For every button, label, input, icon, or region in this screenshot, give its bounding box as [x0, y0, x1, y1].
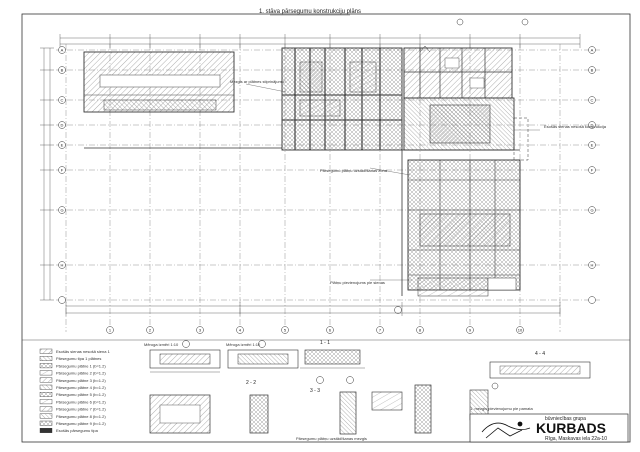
- axis-letter-label: H: [61, 262, 64, 267]
- company-address: Rīga, Maskavas iela 22a-10: [545, 436, 607, 442]
- sheet-border: [21, 13, 631, 443]
- section-1-1: 1 - 1: [300, 340, 365, 369]
- axis-number-label: 5: [284, 327, 287, 332]
- callout-text: Plātņu pievienojums pie sienas: [330, 280, 385, 285]
- right-upper-slab: [403, 47, 513, 99]
- svg-text:Mēroga izmēri 1:10: Mēroga izmēri 1:10: [144, 342, 179, 347]
- axis-number-label: 7: [379, 327, 382, 332]
- axis-letter-label: C: [61, 97, 64, 102]
- axis-number-label: 9: [469, 327, 472, 332]
- legend-item-label: Pārsegumu plātne 7 (b=1.2): [56, 407, 106, 412]
- svg-text:Mēroga izmēri 1:10: Mēroga izmēri 1:10: [226, 342, 261, 347]
- axis-letter-label: A: [61, 47, 64, 52]
- axis-bubbles-left: [58, 46, 66, 304]
- axis-number-label: 3: [199, 327, 202, 332]
- axis-bubbles-right: [588, 46, 596, 304]
- detail-1: Mēroga izmēri 1:10: [144, 340, 221, 373]
- legend: Esošās sienas nesošā siena 1 Pārsegumu ti…: [39, 348, 111, 433]
- axis-letter-label: F: [61, 167, 64, 172]
- section-2-2: 2 - 2: [149, 380, 269, 434]
- company-name: KURBADS: [536, 420, 606, 436]
- axis-letter-label: B: [591, 67, 594, 72]
- legend-swatch: [39, 356, 53, 361]
- legend-item-label: Pārsegumu plātne 2 (b=1.2): [56, 371, 106, 376]
- legend-item-label: Pārsegumu plātne 4 (b=1.2): [56, 385, 106, 390]
- axis-letter-label: C: [591, 97, 594, 102]
- callout-text: Mezgls ar plātnes stiprinājumu: [230, 79, 284, 84]
- axis-bubbles-bottom: [106, 326, 524, 334]
- section-4-4: 4 - 4 1. mezgls pievienojumu pie pamata: [469, 351, 591, 421]
- legend-swatch: [39, 370, 53, 376]
- legend-item-label: Pārsegumu tipa 1 plātnes: [56, 356, 101, 361]
- legend-item-label: Esošās pārsegumu tipa: [56, 428, 99, 433]
- axis-letter-label: E: [61, 142, 64, 147]
- company-logo: [481, 421, 531, 439]
- axis-letter-label: D: [61, 122, 64, 127]
- axis-letter-label: D: [591, 122, 594, 127]
- section-3-3: 3 - 3 Pārsegumu plātņu uzstādīšanas mezg…: [296, 376, 432, 441]
- callout-text: Esošās sienas nesošā konstrukcija: [544, 124, 607, 129]
- legend-swatch: [39, 413, 53, 419]
- drawing-title: 1. stāva pārsegumu konstrukciju plāns: [259, 9, 361, 15]
- legend-swatch: [39, 348, 53, 354]
- detail-2: Mēroga izmēri 1:10: [226, 340, 299, 369]
- title-block: būvniecības grupa KURBADS Rīga, Maskavas…: [469, 413, 629, 443]
- section-markers: [394, 18, 529, 314]
- legend-item-label: Pārsegumu plātne 1 (b=1.2): [56, 363, 106, 368]
- svg-text:2 - 2: 2 - 2: [246, 380, 256, 386]
- legend-item-label: Pārsegumu plātne 5 (b=1.2): [56, 392, 106, 397]
- axis-letter-label: B: [61, 67, 64, 72]
- legend-swatch: [39, 420, 53, 426]
- svg-text:1. mezgls pievienojumu pie pam: 1. mezgls pievienojumu pie pamata: [470, 406, 533, 411]
- top-dimensions: [59, 34, 581, 48]
- legend-swatch: [39, 406, 53, 412]
- axis-labels: A A B B C C D D E E F F G G H H 1 2 3 4 5 6 7 8 9 10: [60, 47, 593, 332]
- axis-number-label: 6: [329, 327, 332, 332]
- axis-letter-label: A: [591, 47, 594, 52]
- legend-swatch: [39, 428, 53, 433]
- axis-letter-label: H: [591, 262, 594, 267]
- legend-item-label: Pārsegumu plātne 6 (b=1.2): [56, 399, 106, 404]
- bottom-dimensions: [65, 302, 561, 316]
- legend-item-label: Pārsegumu plātne 8 (b=1.2): [56, 414, 106, 419]
- svg-text:3 - 3: 3 - 3: [310, 388, 320, 394]
- axis-letter-label: F: [591, 167, 594, 172]
- legend-item-label: Pārsegumu plātne 3 (b=1.2): [56, 378, 106, 383]
- svg-text:Pārsegumu plātņu uzstādīšanas: Pārsegumu plātņu uzstādīšanas mezgls: [296, 436, 367, 441]
- axis-letter-label: G: [590, 207, 593, 212]
- svg-text:1 - 1: 1 - 1: [320, 340, 330, 346]
- left-dimensions: [40, 47, 54, 301]
- axis-number-label: 1: [109, 327, 112, 332]
- legend-swatch: [39, 392, 53, 397]
- callout-text: Pārsegumu plātņu uzstādīšanas zona: [320, 168, 388, 173]
- legend-swatch: [39, 384, 53, 390]
- legend-swatch: [39, 363, 53, 369]
- company-tagline: būvniecības grupa: [545, 416, 586, 422]
- axis-number-label: 10: [518, 327, 523, 332]
- legend-swatch: [39, 377, 53, 383]
- legend-swatch: [39, 399, 53, 405]
- legend-item-label: Pārsegumu plātne 9 (b=1.2): [56, 421, 106, 426]
- axis-number-label: 8: [419, 327, 422, 332]
- axis-letter-label: G: [60, 207, 63, 212]
- legend-item-label: Esošās sienas nesošā siena 1: [56, 349, 111, 354]
- axis-number-label: 4: [239, 327, 242, 332]
- axis-number-label: 2: [149, 327, 152, 332]
- axis-letter-label: E: [591, 142, 594, 147]
- svg-text:4 - 4: 4 - 4: [535, 351, 545, 357]
